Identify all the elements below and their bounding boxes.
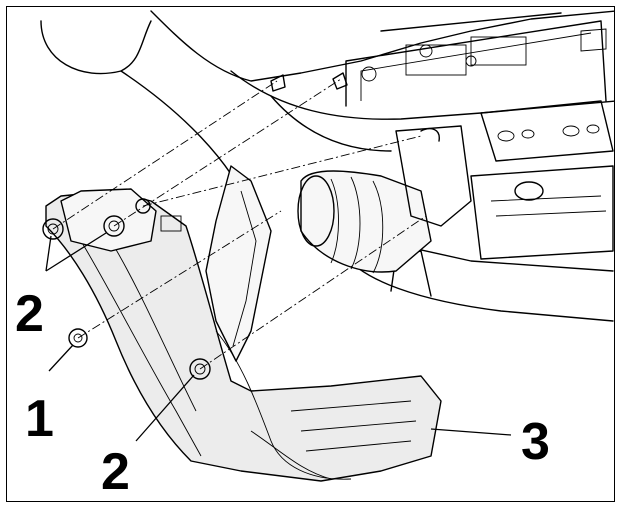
wheelhouse-liner <box>45 165 442 482</box>
callout-2-lower: 2 <box>101 443 130 501</box>
air-duct <box>297 125 472 274</box>
fasteners <box>42 198 211 380</box>
callout-3: 3 <box>521 413 550 471</box>
nut-upper-right <box>135 198 151 214</box>
nut-lower <box>189 358 211 380</box>
wheel-arch-outline <box>40 20 252 212</box>
leader-lines <box>45 232 512 442</box>
clip-part-1 <box>68 328 88 348</box>
callout-1: 1 <box>25 390 54 448</box>
exploded-assembly-drawing: 2 1 2 3 <box>15 10 614 501</box>
alignment-lines <box>52 78 427 370</box>
nut-upper-left <box>42 218 64 240</box>
nut-upper-middle <box>103 215 125 237</box>
diagram-frame: 2 1 2 3 <box>6 6 615 502</box>
callout-2-upper: 2 <box>15 285 44 343</box>
